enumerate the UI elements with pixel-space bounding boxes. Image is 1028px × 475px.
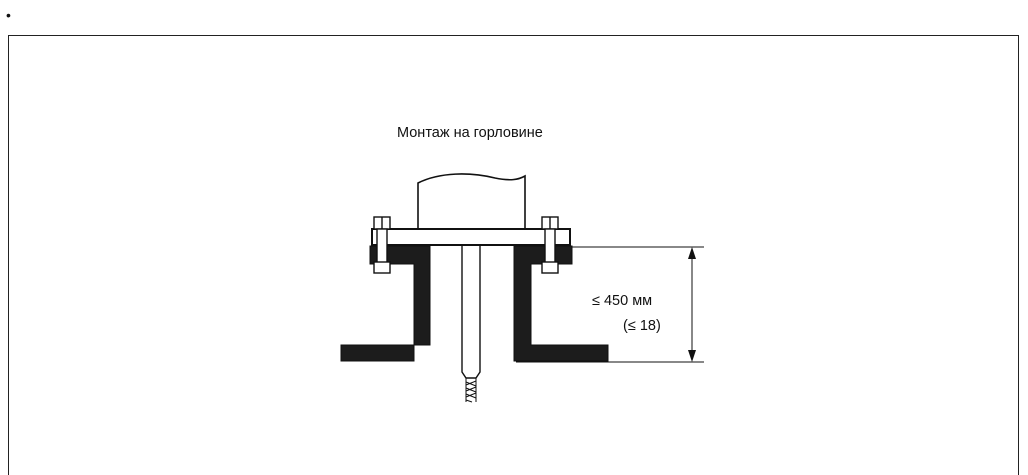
probe-rod bbox=[461, 245, 481, 379]
instrument-housing bbox=[417, 173, 526, 228]
dimension-arrow-bottom bbox=[688, 350, 696, 362]
left-bolt bbox=[373, 216, 391, 274]
probe-rope-end bbox=[465, 378, 477, 403]
dimension-arrow-top bbox=[688, 247, 696, 259]
list-bullet: • bbox=[6, 7, 11, 23]
dimension-label-metric: ≤ 450 мм bbox=[592, 293, 652, 309]
right-bolt bbox=[541, 216, 559, 274]
diagram-title: Монтаж на горловине bbox=[397, 125, 543, 141]
figure-frame bbox=[8, 35, 1019, 475]
dimension-label-imperial: (≤ 18) bbox=[623, 318, 661, 334]
instrument-flange bbox=[371, 228, 571, 246]
